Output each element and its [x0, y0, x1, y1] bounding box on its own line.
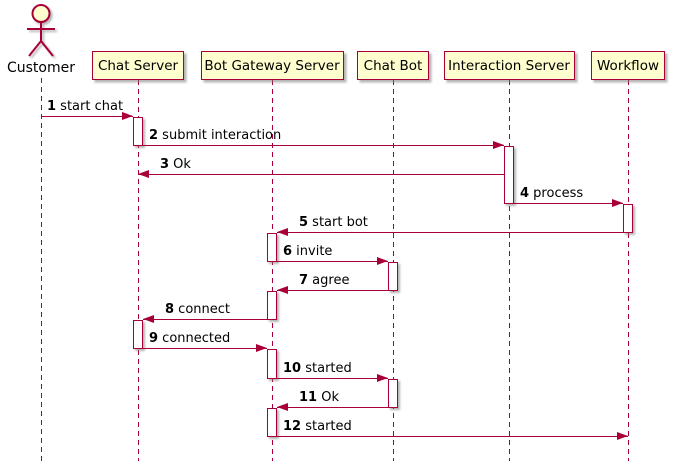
- message-10-label: 10 started: [283, 361, 352, 376]
- message-2-arrowhead-icon: [493, 140, 504, 149]
- activation-chat-server: [133, 320, 143, 349]
- participant-bot-gateway: Bot Gateway Server: [200, 51, 344, 80]
- activation-chat-server: [133, 117, 143, 146]
- message-4-label: 4 process: [520, 186, 584, 201]
- message-5-label: 5 start bot: [299, 215, 368, 230]
- activation-chat-bot: [388, 262, 398, 291]
- message-6-arrowhead-icon: [377, 256, 388, 265]
- message-3-label: 3 Ok: [160, 157, 191, 172]
- message-11-arrowhead-icon: [277, 402, 288, 411]
- participant-interaction-server: Interaction Server: [443, 51, 575, 80]
- message-1-line: [41, 116, 133, 117]
- message-3-arrowhead-icon: [138, 169, 149, 178]
- message-7-line: [277, 290, 388, 291]
- message-9-label: 9 connected: [149, 331, 231, 346]
- lifeline-chat-server: [137, 80, 139, 461]
- actor-icon: [27, 4, 55, 57]
- activation-bot-gateway: [267, 408, 277, 437]
- activation-bot-gateway: [267, 291, 277, 320]
- message-10-line: [277, 378, 388, 379]
- message-11-line: [277, 407, 388, 408]
- message-11-label: 11 Ok: [299, 390, 339, 405]
- message-1-label: 1 start chat: [47, 99, 124, 114]
- participant-workflow: Workflow: [591, 51, 665, 80]
- message-2-label: 2 submit interaction: [149, 128, 282, 143]
- lifeline-interaction-server: [508, 80, 510, 461]
- actor-head: [31, 4, 51, 23]
- activation-interaction-server: [504, 146, 514, 204]
- lifeline-customer: [40, 78, 42, 461]
- message-1-arrowhead-icon: [122, 111, 133, 120]
- lifeline-bot-gateway: [271, 80, 273, 461]
- message-7-arrowhead-icon: [277, 285, 288, 294]
- activation-bot-gateway: [267, 233, 277, 262]
- message-12-arrowhead-icon: [617, 431, 628, 440]
- message-8-arrowhead-icon: [143, 314, 154, 323]
- activation-workflow: [623, 204, 633, 233]
- message-5-arrowhead-icon: [277, 227, 288, 236]
- message-6-line: [277, 261, 388, 262]
- message-8-line: [143, 319, 267, 320]
- message-7-label: 7 agree: [299, 273, 350, 288]
- message-8-label: 8 connect: [165, 302, 231, 317]
- message-12-line: [277, 436, 628, 437]
- message-4-arrowhead-icon: [612, 198, 623, 207]
- message-5-line: [277, 232, 623, 233]
- actor-label: Customer: [6, 60, 75, 76]
- activation-chat-bot: [388, 379, 398, 408]
- activation-bot-gateway: [267, 349, 277, 379]
- lifeline-workflow: [627, 80, 629, 461]
- message-3-line: [138, 174, 504, 175]
- message-9-arrowhead-icon: [256, 343, 267, 352]
- message-10-arrowhead-icon: [377, 373, 388, 382]
- message-4-line: [514, 203, 623, 204]
- message-6-label: 6 invite: [283, 244, 333, 259]
- message-9-line: [143, 348, 267, 349]
- participant-chat-bot: Chat Bot: [357, 51, 429, 80]
- message-12-label: 12 started: [283, 419, 352, 434]
- message-2-line: [143, 145, 504, 146]
- participant-chat-server: Chat Server: [92, 51, 184, 80]
